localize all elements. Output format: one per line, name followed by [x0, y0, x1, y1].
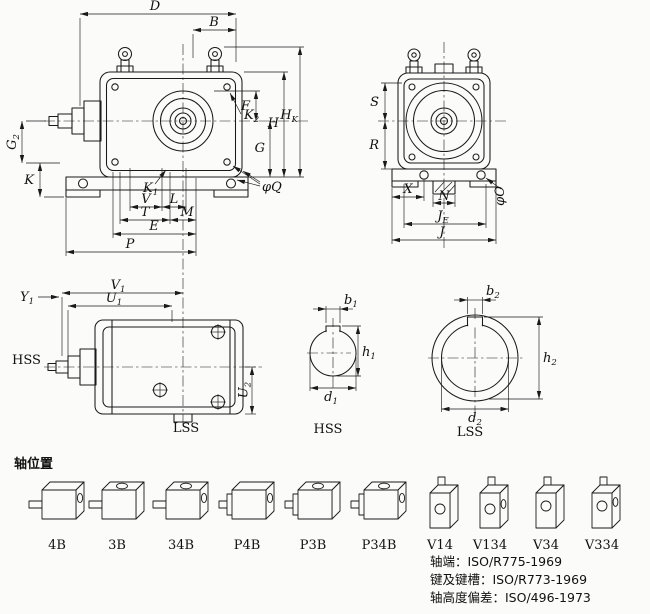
position-icon-v334 — [591, 476, 621, 529]
dim-b2-label: b2 — [486, 284, 500, 301]
lss-shaft-section: b2 h2 d2 LSS — [428, 284, 557, 440]
dim-U2-label: U2 — [237, 382, 254, 398]
hss-keyway-mask — [326, 327, 340, 332]
dim-h2-label: h2 — [543, 351, 557, 368]
plan-view-dimensions — [38, 290, 256, 415]
dim-G2-label: G2 — [5, 134, 22, 150]
plan-view-body — [47, 319, 244, 423]
position-label-v134: V134 — [472, 538, 507, 553]
dim-R-label: R — [368, 138, 379, 153]
front-view: D B G2 K K2 K1 F G H HK φQ V L T M E P — [5, 0, 308, 428]
dim-U1-label: U1 — [106, 291, 122, 308]
dim-T-label: T — [141, 205, 151, 220]
dim-N-label: N — [437, 189, 450, 204]
position-icon-p34b — [350, 481, 407, 520]
position-icon-v134 — [479, 476, 509, 529]
position-label-3b: 3B — [108, 538, 126, 553]
dim-P-label: P — [125, 237, 135, 252]
standard-shaft-height: 轴高度偏差：ISO/496-1973 — [430, 590, 591, 605]
dim-M-label: M — [179, 205, 194, 220]
dim-d1-label: d1 — [324, 390, 338, 407]
standard-key-keyway: 键及键槽：ISO/R773-1969 — [430, 572, 587, 587]
dim-J-label: J — [436, 225, 445, 240]
lss-section-label: LSS — [457, 425, 483, 440]
dim-V-label: V — [141, 192, 152, 207]
position-label-v14: V14 — [426, 538, 453, 553]
position-label-4b: 4B — [48, 538, 66, 553]
dim-L-label: L — [169, 192, 179, 207]
dim-E-label: E — [148, 219, 159, 234]
position-icon-p4b — [218, 481, 275, 520]
position-icon-v14 — [429, 476, 459, 529]
side-view-hatch — [434, 181, 456, 195]
position-label-v34: V34 — [532, 538, 559, 553]
lss-section-dimensions — [441, 297, 543, 412]
dim-H-label: H — [267, 116, 280, 131]
dim-B-label: B — [208, 15, 219, 30]
dim-phiQ-label: φQ — [262, 180, 282, 195]
dim-JE-label: JE — [434, 209, 449, 226]
position-label-p34b: P34B — [362, 538, 397, 553]
position-icon-34b — [152, 481, 209, 520]
dim-S-label: S — [370, 95, 379, 110]
standard-shaft-end: 轴端：ISO/R775-1969 — [430, 554, 562, 569]
hss-section-centerlines — [307, 318, 351, 390]
position-label-p3b: P3B — [300, 538, 327, 553]
dim-d2-label: d2 — [468, 411, 482, 428]
hss-shaft-section: b1 h1 d1 HSS — [307, 293, 376, 437]
dim-K-label: K — [23, 173, 35, 188]
position-icon-3b — [88, 481, 145, 520]
dim-K2-label: K2 — [243, 108, 259, 125]
shaft-positions-heading: 轴位置 — [14, 456, 53, 472]
dim-Y1-label: Y1 — [20, 290, 34, 307]
plan-view: V1 U1 Y1 U2 HSS LSS — [12, 278, 262, 436]
dim-D-label: D — [149, 0, 161, 14]
dim-X-label: X — [402, 182, 413, 197]
dim-HK-label: HK — [279, 108, 298, 125]
dim-V1-label: V1 — [111, 278, 126, 295]
standards-note: 轴端：ISO/R775-1969 键及键槽：ISO/R773-1969 轴高度偏… — [430, 554, 591, 605]
side-view: S R X N JE J φO — [368, 42, 508, 250]
side-view-body — [391, 48, 497, 195]
hss-keyway — [325, 325, 341, 333]
lss-shaft-label: LSS — [173, 421, 199, 436]
position-label-p4b: P4B — [234, 538, 261, 553]
front-view-dimensions — [19, 11, 304, 256]
hss-shaft-label: HSS — [12, 353, 41, 368]
shaft-positions: 轴位置 4B 3B 34B — [14, 456, 621, 553]
dim-K1-label: K1 — [142, 181, 158, 198]
lss-keyway-mask — [468, 320, 482, 327]
position-label-34b: 34B — [168, 538, 194, 553]
position-icon-4b — [28, 481, 85, 520]
dim-F-label: F — [240, 99, 251, 114]
plan-view-crosshairs — [152, 324, 226, 410]
position-label-v334: V334 — [584, 538, 619, 553]
hss-section-label: HSS — [314, 422, 343, 437]
dim-phiO-label: φO — [493, 186, 508, 206]
side-view-dimensions — [381, 82, 502, 244]
position-icon-p3b — [284, 481, 341, 520]
dim-b1-label: b1 — [344, 293, 358, 310]
hss-section-dimensions — [309, 306, 361, 391]
dim-h1-label: h1 — [362, 345, 376, 362]
side-view-centerlines — [378, 42, 508, 250]
lss-keyway — [466, 316, 484, 327]
dim-G-label: G — [255, 141, 265, 156]
position-icon-v34 — [535, 476, 565, 529]
front-view-body — [48, 46, 249, 198]
